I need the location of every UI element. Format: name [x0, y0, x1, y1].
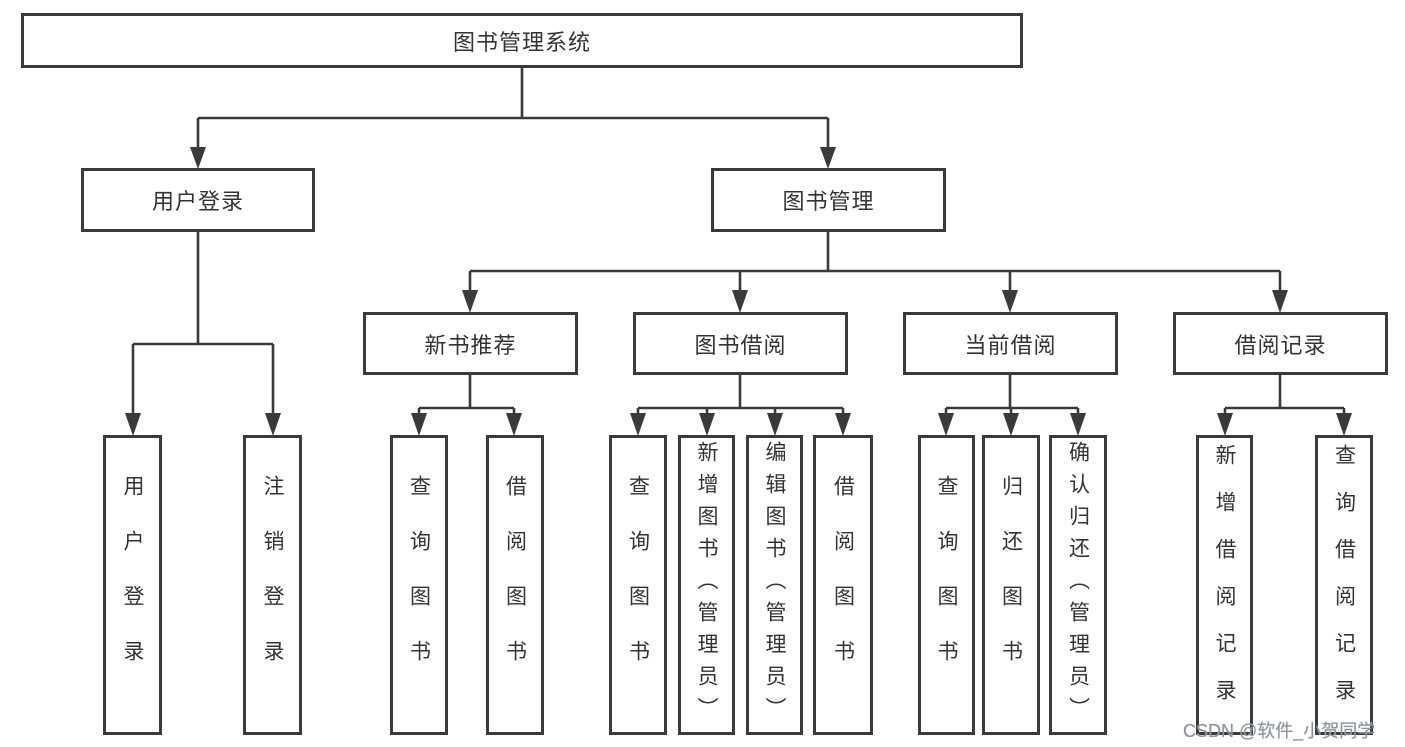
node-book-management: 图书管理: [711, 168, 946, 232]
watermark: CSDN @软件_小贺同学: [1183, 721, 1376, 741]
leaf-logout: 注销登录: [243, 435, 302, 735]
node-new-book-recommend-label: 新书推荐: [424, 332, 517, 358]
leaf-query-books-current: 查询图书: [918, 435, 975, 735]
leaf-add-books-admin: 新增图书（管理员）: [678, 435, 735, 735]
node-new-book-recommend: 新书推荐: [363, 312, 578, 375]
leaf-edit-books-admin: 编辑图书（管理员）: [746, 435, 803, 735]
leaf-borrow-books-recommend: 借阅图书: [486, 435, 544, 735]
leaf-borrow-books: 借阅图书: [813, 435, 873, 735]
leaf-confirm-return-admin: 确认归还（管理员）: [1049, 435, 1107, 735]
node-current-borrowing: 当前借阅: [903, 312, 1118, 375]
node-book-borrowing: 图书借阅: [633, 312, 848, 375]
leaf-borrow-books-recommend-label: 借阅图书: [503, 475, 527, 695]
leaf-query-books-recommend-label: 查询图书: [407, 475, 431, 695]
node-book-borrowing-label: 图书借阅: [694, 332, 787, 358]
leaf-return-books: 归还图书: [982, 435, 1040, 735]
leaf-add-borrow-record-label: 新增借阅记录: [1213, 444, 1236, 726]
leaf-query-books-recommend: 查询图书: [390, 435, 448, 735]
leaf-return-books-label: 归还图书: [999, 475, 1023, 695]
leaf-user-login-label: 用户登录: [121, 475, 144, 695]
node-root-label: 图书管理系统: [452, 29, 591, 55]
leaf-query-borrow-record-label: 查询借阅记录: [1332, 444, 1356, 726]
leaf-borrow-books-label: 借阅图书: [831, 475, 855, 695]
leaf-confirm-return-admin-label: 确认归还（管理员）: [1066, 441, 1090, 729]
leaf-add-books-admin-label: 新增图书（管理员）: [695, 441, 718, 729]
node-user-login-label: 用户登录: [151, 189, 244, 214]
node-user-login: 用户登录: [81, 168, 315, 232]
leaf-query-borrow-record: 查询借阅记录: [1315, 435, 1373, 735]
leaf-query-books-current-label: 查询图书: [935, 475, 958, 695]
node-borrowing-records: 借阅记录: [1173, 312, 1388, 375]
leaf-edit-books-admin-label: 编辑图书（管理员）: [763, 441, 786, 729]
node-current-borrowing-label: 当前借阅: [964, 332, 1057, 358]
node-root-library-system: 图书管理系统: [21, 13, 1023, 68]
leaf-query-books-borrow-label: 查询图书: [626, 475, 650, 695]
node-book-management-label: 图书管理: [782, 189, 875, 214]
leaf-user-login: 用户登录: [103, 435, 162, 735]
leaf-logout-label: 注销登录: [261, 475, 284, 695]
leaf-add-borrow-record: 新增借阅记录: [1196, 435, 1253, 735]
node-borrowing-records-label: 借阅记录: [1234, 332, 1327, 358]
leaf-query-books-borrow: 查询图书: [609, 435, 667, 735]
